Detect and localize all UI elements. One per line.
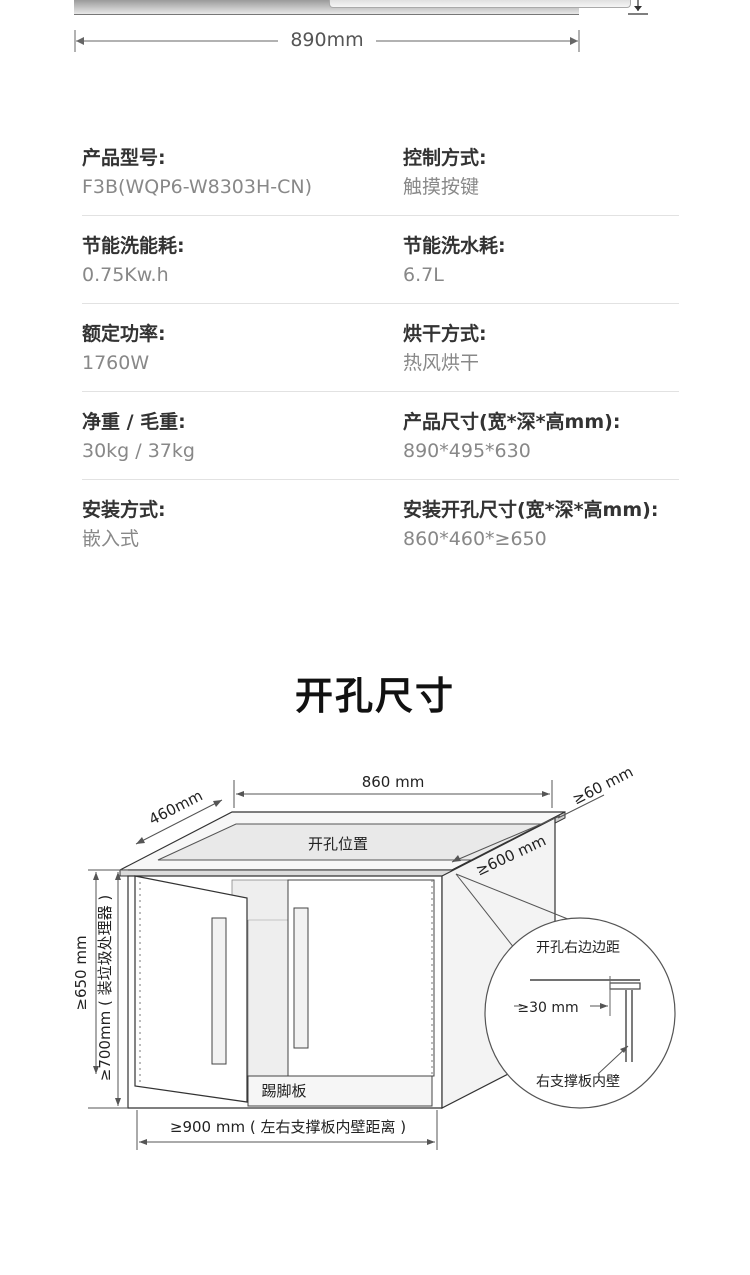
spec-cell: 安装方式: 嵌入式 (82, 480, 403, 568)
spec-cell: 节能洗水耗: 6.7L (403, 216, 679, 303)
spec-value: F3B(WQP6-W8303H-CN) (82, 176, 313, 198)
down-arrow-icon (628, 0, 648, 15)
diagram-bottom-label: ≥900 mm ( 左右支撑板内壁距离 ) (170, 1118, 406, 1136)
spec-label: 节能洗水耗: (403, 235, 506, 257)
section-title: 开孔尺寸 (294, 674, 455, 718)
spec-cell: 烘干方式: 热风烘干 (403, 304, 679, 391)
spec-cell: 产品尺寸(宽*深*高mm): 890*495*630 (403, 392, 679, 479)
spec-cell: 净重 / 毛重: 30kg / 37kg (82, 392, 403, 479)
cutout-diagram: 860 mm 460mm ≥60 mm 开孔位置 ≥600 mm ≥650 mm… (72, 763, 676, 1150)
spec-cell: 安装开孔尺寸(宽*深*高mm): 860*460*≥650 (403, 480, 679, 568)
detail-circle (484, 917, 676, 1109)
diagram-height-alt-label: ≥700mm ( 装垃圾处理器 ) (96, 895, 114, 1081)
spec-label: 产品型号: (82, 147, 166, 169)
detail-wall-label: 右支撑板内壁 (536, 1074, 620, 1090)
cabinet-door-left (134, 875, 248, 1103)
detail-title-label: 开孔右边边距 (536, 940, 620, 956)
spec-label: 节能洗能耗: (82, 235, 185, 257)
spec-row: 产品型号: F3B(WQP6-W8303H-CN) 控制方式: 触摸按键 (82, 128, 679, 216)
panel-handle (329, 0, 631, 8)
spec-cell: 控制方式: 触摸按键 (403, 128, 679, 215)
width-dimension: 890mm (74, 26, 580, 56)
spec-table: 产品型号: F3B(WQP6-W8303H-CN) 控制方式: 触摸按键 节能洗… (82, 128, 679, 568)
spec-cell: 产品型号: F3B(WQP6-W8303H-CN) (82, 128, 403, 215)
width-dimension-label: 890mm (278, 29, 376, 51)
diagram-depth-label: 460mm (146, 786, 206, 828)
door-handle (211, 917, 227, 1065)
diagram-height-label: ≥650 mm (72, 935, 90, 1010)
diagram-kick-label: 踢脚板 (261, 1082, 306, 1100)
spec-row: 额定功率: 1760W 烘干方式: 热风烘干 (82, 304, 679, 392)
spec-value: 触摸按键 (403, 176, 480, 198)
spec-label: 安装方式: (82, 499, 166, 521)
spec-value: 6.7L (403, 264, 444, 286)
spec-label: 产品尺寸(宽*深*高mm): (403, 411, 621, 433)
spec-value: 890*495*630 (403, 440, 531, 462)
diagram-cutout-label: 开孔位置 (308, 835, 368, 853)
spec-label: 额定功率: (82, 323, 166, 345)
spec-value: 30kg / 37kg (82, 440, 195, 462)
spec-cell: 节能洗能耗: 0.75Kw.h (82, 216, 403, 303)
spec-value: 热风烘干 (403, 352, 480, 374)
spec-value: 嵌入式 (82, 528, 140, 550)
spec-cell: 额定功率: 1760W (82, 304, 403, 391)
spec-label: 烘干方式: (403, 323, 487, 345)
door-handle (293, 907, 309, 1049)
spec-row: 安装方式: 嵌入式 安装开孔尺寸(宽*深*高mm): 860*460*≥650 (82, 480, 679, 568)
spec-value: 1760W (82, 352, 150, 374)
dishwasher-panel-strip (74, 0, 631, 15)
spec-value: 860*460*≥650 (403, 528, 547, 550)
diagram-clearance-label: ≥60 mm (569, 763, 636, 809)
detail-gap-label: ≥30 mm (517, 1000, 578, 1016)
spec-label: 净重 / 毛重: (82, 411, 186, 433)
spec-label: 安装开孔尺寸(宽*深*高mm): (403, 499, 659, 521)
spec-row: 净重 / 毛重: 30kg / 37kg 产品尺寸(宽*深*高mm): 890*… (82, 392, 679, 480)
kick-board (247, 1075, 433, 1107)
spec-value: 0.75Kw.h (82, 264, 169, 286)
spec-label: 控制方式: (403, 147, 487, 169)
cabinet-door-right (287, 879, 435, 1077)
spec-row: 节能洗能耗: 0.75Kw.h 节能洗水耗: 6.7L (82, 216, 679, 304)
diagram-width-label: 860 mm (362, 773, 425, 791)
